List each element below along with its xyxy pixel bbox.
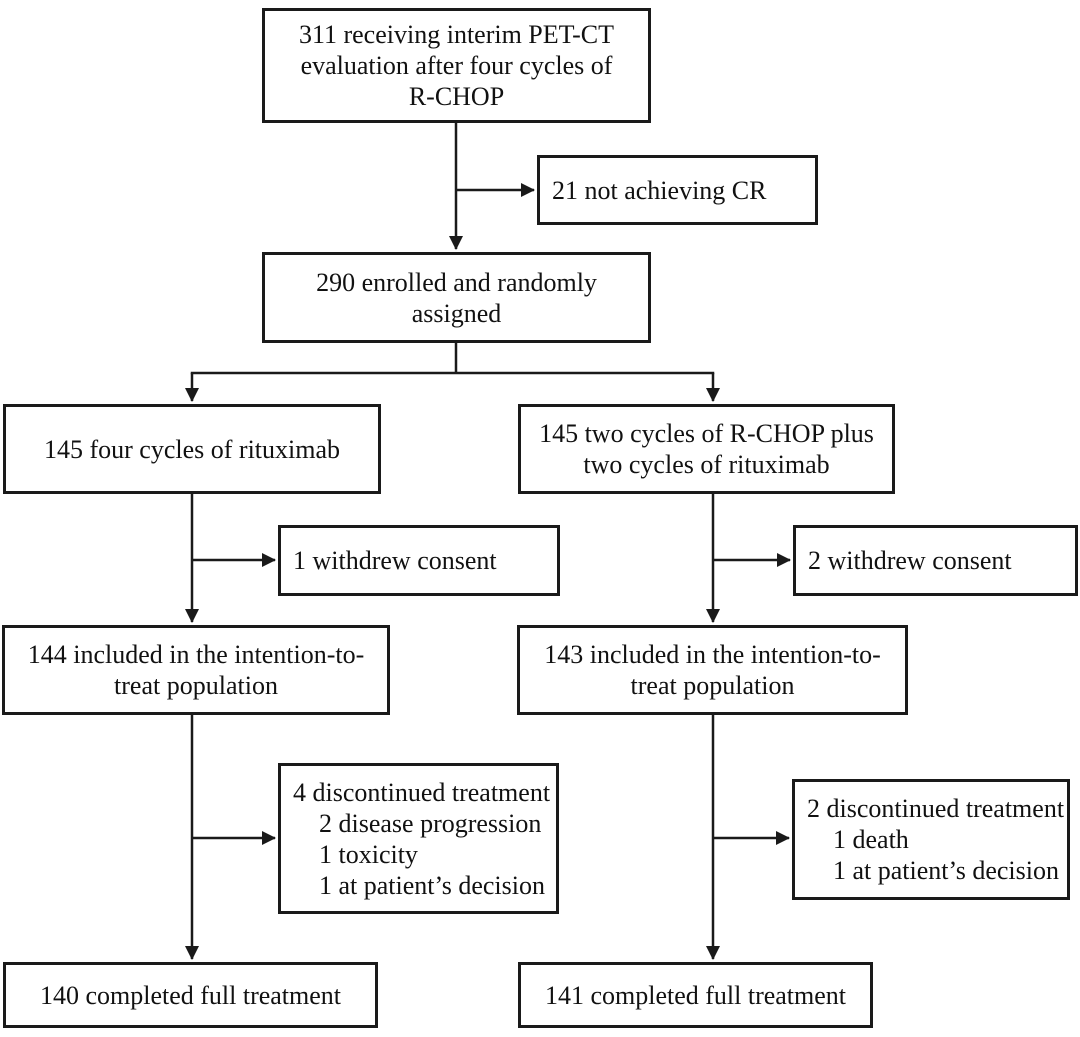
discontinued-right-item-1: 1 death [833,825,909,854]
arm-rchop-line-2: two cycles of rituximab [583,450,830,479]
discontinued-left-item-1: 2 disease progression [319,808,542,838]
box-itt-left: 144 included in the intention-to- treat … [2,625,390,715]
itt-left-line-1: 144 included in the intention-to- [27,640,365,669]
box-screened: 311 receiving interim PET-CT evaluation … [262,8,651,123]
screened-line-2: evaluation after four cycles of [300,51,613,80]
box-discontinued-right: 2 discontinued treatment 1 death 1 at pa… [792,779,1070,900]
box-withdrew-left: 1 withdrew consent [278,525,560,596]
discontinued-right-item-2: 1 at patient’s decision [833,856,1060,885]
enrolled-line-1: 290 enrolled and randomly [316,267,597,297]
box-not-achieving-cr: 21 not achieving CR [537,155,818,225]
itt-left-line-2: treat population [114,671,278,700]
box-completed-left: 140 completed full treatment [3,962,378,1028]
screened-line-3: R-CHOP [408,82,505,111]
discontinued-left-title: 4 discontinued treatment [293,777,551,807]
box-arm-rchop: 145 two cycles of R-CHOP plus two cycles… [518,404,895,494]
not-achieving-cr-text: 21 not achieving CR [552,175,767,205]
box-itt-right: 143 included in the intention-to- treat … [517,625,908,715]
discontinued-right-title: 2 discontinued treatment [807,794,1065,823]
itt-right-line-2: treat population [630,671,795,700]
box-completed-right: 141 completed full treatment [518,962,873,1028]
screened-line-1: 311 receiving interim PET-CT [298,20,615,49]
enrolled-line-2: assigned [411,298,502,328]
withdrew-right-text: 2 withdrew consent [808,546,1012,575]
arm-rchop-line-1: 145 two cycles of R-CHOP plus [539,419,874,448]
withdrew-left-text: 1 withdrew consent [293,546,497,575]
itt-right-line-1: 143 included in the intention-to- [544,640,881,669]
box-discontinued-left: 4 discontinued treatment 2 disease progr… [278,763,559,914]
discontinued-left-item-2: 1 toxicity [319,839,418,869]
discontinued-left-item-3: 1 at patient’s decision [319,870,546,900]
completed-right-text: 141 completed full treatment [544,980,847,1010]
box-enrolled: 290 enrolled and randomly assigned [262,252,651,343]
arm-rituximab-text: 145 four cycles of rituximab [43,434,341,464]
box-withdrew-right: 2 withdrew consent [793,525,1078,596]
box-arm-rituximab: 145 four cycles of rituximab [3,404,381,494]
completed-left-text: 140 completed full treatment [39,980,342,1010]
